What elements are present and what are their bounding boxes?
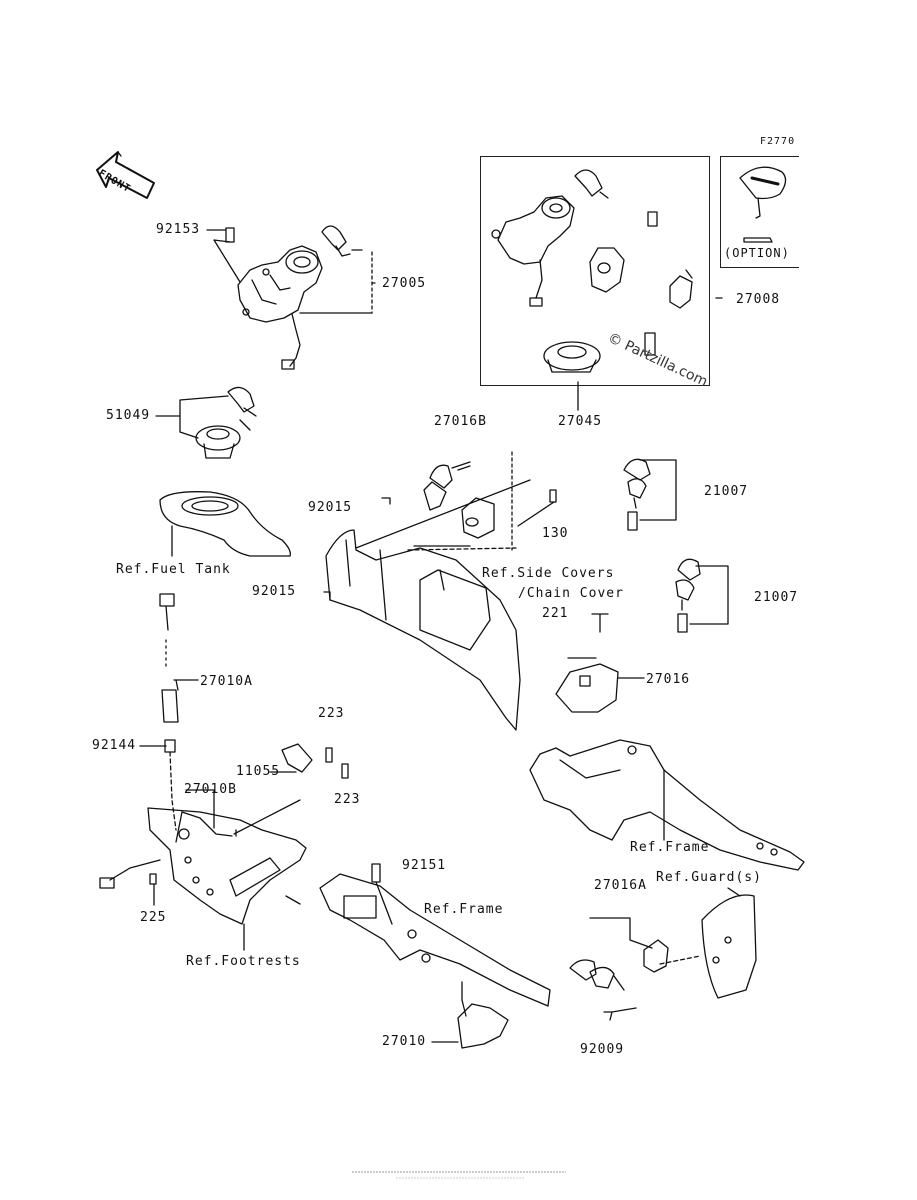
leader-lines [139, 297, 723, 1043]
option-key-icon [739, 166, 787, 243]
part-label-130: 130 [542, 526, 569, 541]
sensor-cable-27010a [159, 593, 179, 831]
part-label-27008: 27008 [736, 292, 781, 307]
lock-set-box-artwork [491, 169, 693, 373]
ref-frame-label-bottom: Ref.Frame [424, 902, 504, 917]
part-label-92153: 92153 [156, 222, 201, 237]
part-label-221: 221 [542, 606, 569, 621]
ref-chain-cover-label: /Chain Cover [518, 586, 624, 601]
ref-frame-label-right: Ref.Frame [630, 840, 710, 855]
part-label-92015-lower: 92015 [252, 584, 297, 599]
option-label: (OPTION) [724, 246, 790, 260]
part-label-223-lower: 223 [334, 792, 361, 807]
part-label-21007-upper: 21007 [704, 484, 749, 499]
part-label-27010: 27010 [382, 1034, 427, 1049]
part-label-92009: 92009 [580, 1042, 625, 1057]
part-label-27016b: 27016B [434, 414, 487, 429]
part-label-27010b: 27010B [184, 782, 237, 797]
lock-set-box [480, 156, 710, 386]
part-label-21007-lower: 21007 [754, 590, 799, 605]
part-label-27005: 27005 [382, 276, 427, 291]
part-label-223-upper: 223 [318, 706, 345, 721]
ref-guards-label: Ref.Guard(s) [656, 870, 762, 885]
part-label-27016: 27016 [646, 672, 691, 687]
part-label-225: 225 [140, 910, 167, 925]
ref-footrests-label: Ref.Footrests [186, 954, 301, 969]
part-label-92151: 92151 [402, 858, 447, 873]
ref-side-covers-label: Ref.Side Covers [482, 566, 615, 581]
part-label-92144: 92144 [92, 738, 137, 753]
ignition-switch-assembly [206, 225, 379, 370]
part-label-27045: 27045 [558, 414, 603, 429]
option-key-box [720, 156, 799, 268]
part-label-51049: 51049 [106, 408, 151, 423]
footrest-bracket-artwork [99, 743, 349, 951]
part-label-92015-upper: 92015 [308, 500, 353, 515]
figure-code: F2770 [760, 136, 796, 147]
seat-lock-27016b [423, 461, 557, 539]
part-label-27016a: 27016A [594, 878, 647, 893]
front-arrow-icon [96, 151, 155, 199]
seat-lock-27016 [555, 657, 619, 713]
fuel-tank-artwork [159, 491, 291, 557]
key-set-upper [623, 458, 677, 531]
lock-27016a-artwork [569, 887, 757, 1021]
fuel-cap-lock [155, 386, 257, 459]
frame-artwork-right [529, 739, 805, 871]
seat-cowl-artwork [325, 451, 531, 731]
ref-fuel-tank-label: Ref.Fuel Tank [116, 562, 231, 577]
key-set-lower [675, 558, 729, 633]
part-label-27010a: 27010A [200, 674, 253, 689]
frame-artwork-bottom [319, 863, 551, 1049]
screw-221 [591, 613, 609, 633]
part-label-11055: 11055 [236, 764, 281, 779]
